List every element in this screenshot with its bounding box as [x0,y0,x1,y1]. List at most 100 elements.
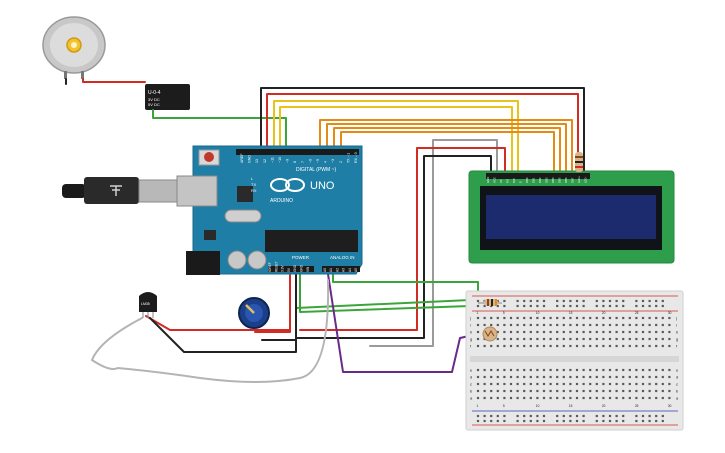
photoresistor[interactable] [482,326,498,342]
breadboard-hole [628,323,631,327]
breadboard-hole [602,323,605,327]
breadboard-hole [542,330,546,334]
digital-pin-label: 8 [293,161,297,163]
breadboard-hole [503,396,506,400]
breadboard-column-number: 20 [602,404,606,408]
breadboard-rail-hole [503,419,506,423]
breadboard-column-number: 25 [635,404,639,408]
breadboard-hole [602,316,605,320]
breadboard-hole [490,375,493,379]
analog-pin-label: A0 [323,268,327,272]
breadboard-hole [523,382,526,386]
breadboard-rail-hole [536,304,539,308]
lcd-pin-label: DB4 [551,177,555,183]
wire-lcd-orange-4 [340,131,555,173]
breadboard-hole [582,330,585,334]
breadboard-hole [529,344,532,348]
breadboard-rail-hole [602,419,605,423]
breadboard-hole [655,323,658,327]
breadboard-hole [589,396,592,400]
breadboard-column-number: 1 [477,311,479,315]
breadboard-hole [641,323,645,327]
breadboard-hole [608,389,612,393]
breadboard-hole [595,389,598,393]
digital-pin-label: 2 [339,161,343,163]
digital-pin-label: GND [248,155,252,163]
breadboard-hole [622,337,625,341]
breadboard-rail-hole [595,419,598,423]
breadboard-hole [622,389,625,393]
breadboard-rail-hole [562,299,565,303]
breadboard-rail-hole [503,414,506,418]
usb-cable[interactable] [62,177,182,204]
breadboard-hole [562,375,565,379]
temperature-sensor[interactable]: LM35 [139,292,157,318]
relay[interactable]: U-0-4 3V DC 5V DC [145,84,190,110]
breadboard-hole [635,337,638,341]
lcd-pin-label: VCC [493,177,497,183]
breadboard-column-number: 1 [477,404,479,408]
breadboard-hole [635,330,638,334]
breadboard-hole [516,389,519,393]
breadboard-hole [496,396,499,400]
breadboard-hole [602,344,605,348]
lcd-screen [486,195,656,239]
breadboard-hole [595,323,598,327]
breadboard-rail-hole [641,304,645,308]
breadboard-hole [509,389,513,393]
breadboard-rail-hole [622,304,625,308]
breadboard-hole [608,316,612,320]
breadboard-hole [602,368,605,372]
breadboard-hole [615,368,618,372]
potentiometer[interactable] [238,297,270,329]
wire-lcd-orange-1 [319,119,573,173]
breadboard-rail-hole [569,304,572,308]
breadboard-rail-hole [516,304,519,308]
l-label: L [251,176,254,181]
breadboard-row-letter: c [470,382,472,387]
breadboard-rail-hole [542,304,546,308]
breadboard-hole [635,344,638,348]
dc-motor[interactable] [42,16,106,79]
breadboard-rail-hole [608,419,612,423]
breadboard-hole [516,396,519,400]
digital-pin-label: 4 [324,161,328,163]
breadboard-hole [542,375,546,379]
breadboard-hole [615,382,618,386]
breadboard-hole [628,368,631,372]
breadboard-hole [641,344,645,348]
breadboard-rail-hole [608,414,612,418]
wire-lcd-black-side [295,155,492,339]
breadboard-row-letter: d [676,375,678,380]
breadboard-hole [595,396,598,400]
breadboard-rail-hole [575,419,579,423]
breadboard-hole [648,323,651,327]
breadboard-hole [483,344,486,348]
breadboard-hole [476,344,480,348]
breadboard-hole [648,375,651,379]
breadboard-row-letter: g [470,337,472,342]
breadboard-rail-hole [556,304,559,308]
power-pin-label: GND [300,264,304,272]
breadboard-hole [569,344,572,348]
breadboard-hole [582,396,585,400]
breadboard-hole [503,375,506,379]
breadboard-rail-hole [622,414,625,418]
breadboard-hole [582,382,585,386]
breadboard-hole [641,375,645,379]
breadboard-hole [503,344,506,348]
breadboard-hole [655,337,658,341]
breadboard-hole [661,389,664,393]
breadboard-hole [536,389,539,393]
breadboard-hole [608,396,612,400]
capacitor [227,250,247,270]
breadboard-hole [661,368,664,372]
breadboard-row-letter: b [470,389,473,394]
breadboard-rail-hole [536,414,539,418]
